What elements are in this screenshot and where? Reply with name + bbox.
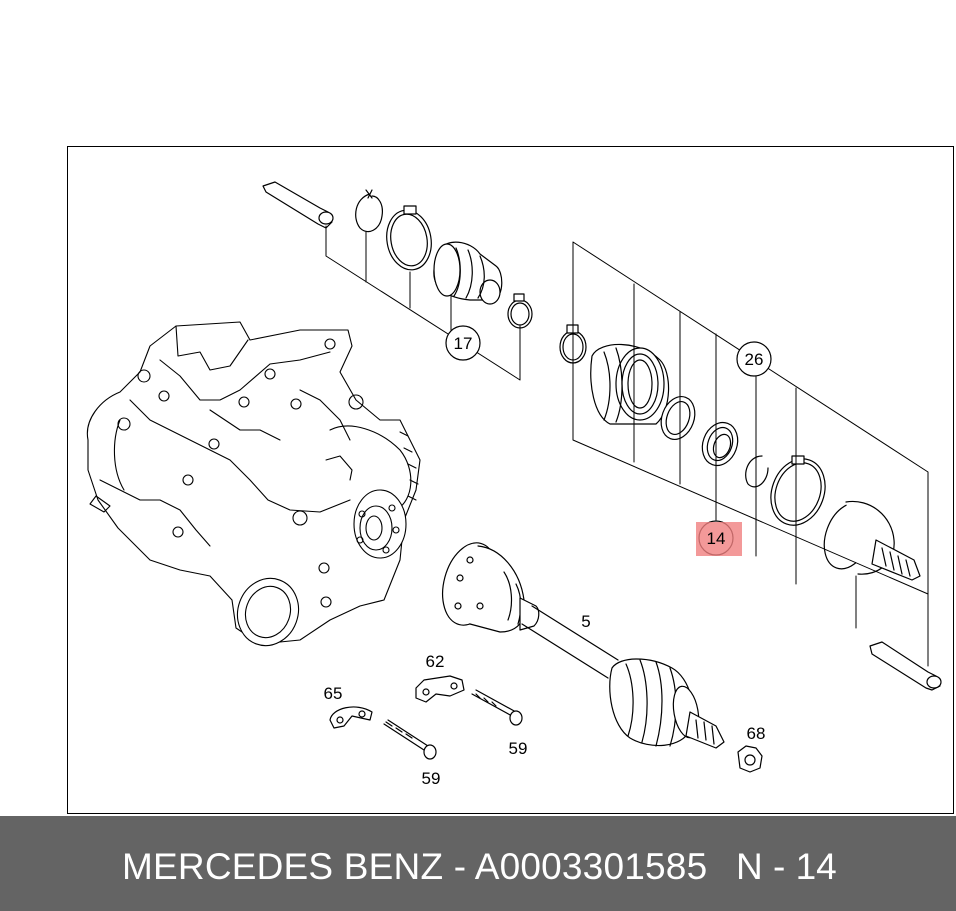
callout-26: 26 <box>736 341 772 377</box>
drive-shaft-5 <box>442 542 725 749</box>
highlight-marker <box>696 522 742 556</box>
footer-code: N - 14 <box>736 846 837 887</box>
callout-14-label: 14 <box>707 529 726 548</box>
callout-68-label: 68 <box>747 724 766 743</box>
footer-caption: MERCEDES BENZ - A0003301585 <box>122 846 708 887</box>
transmission-housing <box>86 321 421 647</box>
callout-65-label: 65 <box>324 684 343 703</box>
boot-kit-26-parts <box>559 324 942 691</box>
callout-62-label: 62 <box>426 652 445 671</box>
callout-17: 17 <box>445 325 481 361</box>
callout-14: 14 <box>696 520 742 556</box>
hardware-parts <box>329 675 763 773</box>
callout-5-label: 5 <box>581 612 590 631</box>
callout-59-right-label: 59 <box>509 739 528 758</box>
footer-bar <box>0 816 956 911</box>
leader-lines-17 <box>325 225 521 381</box>
callout-17-label: 17 <box>454 334 473 353</box>
boot-kit-17-parts <box>262 181 533 329</box>
callout-26-label: 26 <box>745 350 764 369</box>
leader-lines-26 <box>572 241 929 667</box>
callout-59-left-label: 59 <box>422 769 441 788</box>
